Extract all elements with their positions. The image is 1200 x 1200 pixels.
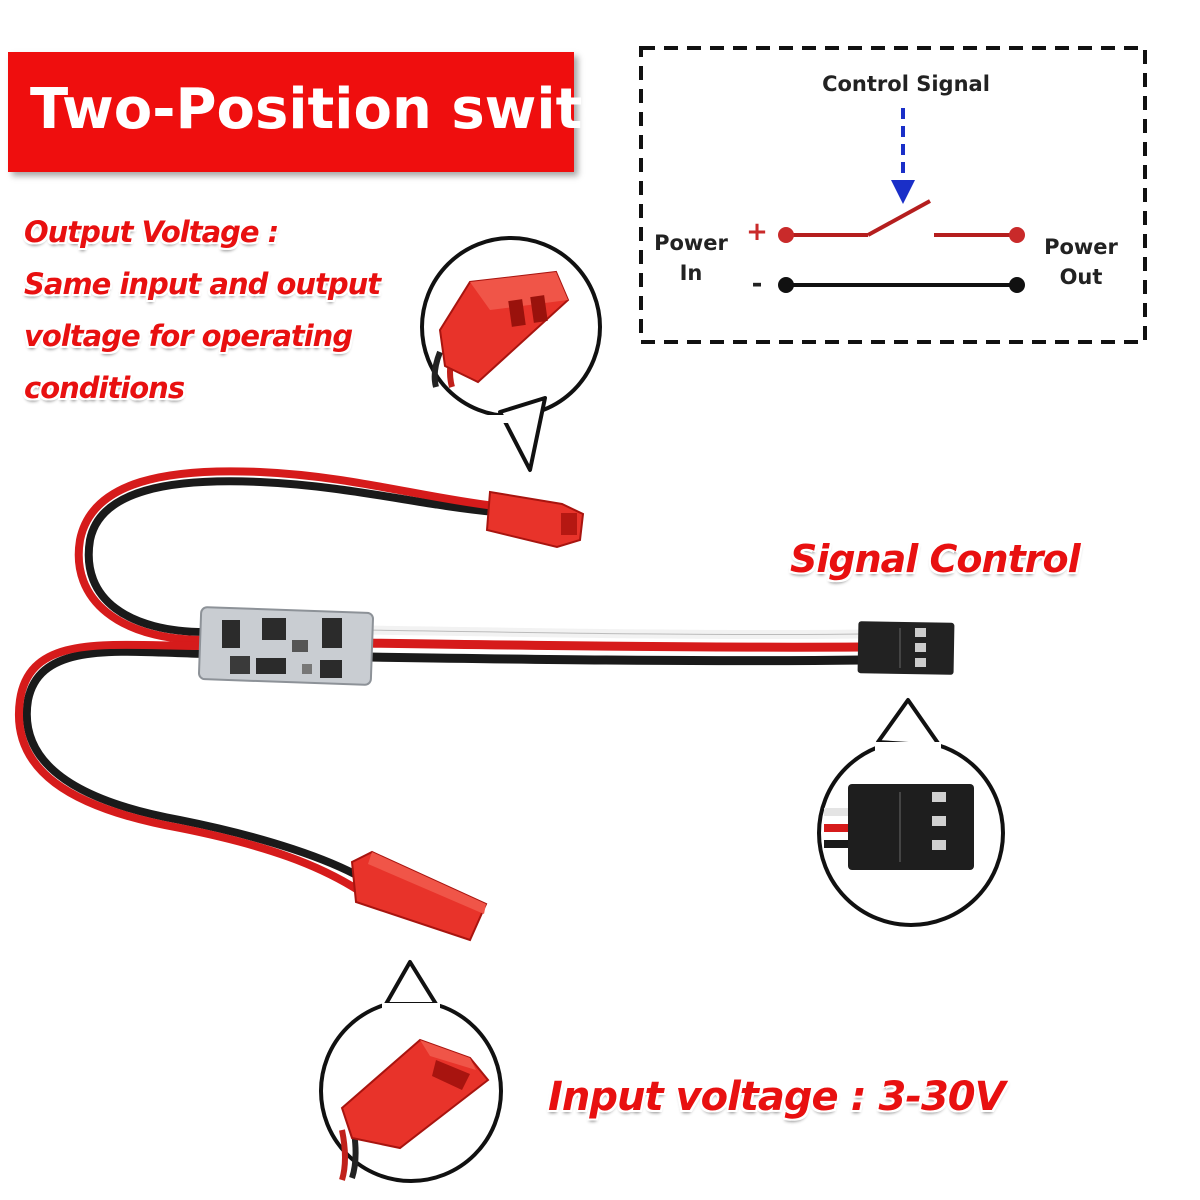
switch-lever — [867, 199, 931, 237]
signal-control-label: Signal Control — [790, 537, 1081, 581]
schematic-frame — [639, 46, 1147, 344]
power-in-line: Power — [654, 231, 728, 255]
output-voltage-text: Output Voltage : Same input and output v… — [24, 206, 381, 414]
output-voltage-line: Same input and output — [24, 267, 381, 301]
output-voltage-line: voltage for operating — [24, 319, 353, 353]
output-voltage-line: Output Voltage : — [24, 215, 279, 249]
plus-symbol: + — [746, 217, 768, 247]
power-in-label: Power In — [648, 228, 734, 288]
negative-in-terminal — [778, 277, 794, 293]
switch-schematic — [639, 46, 1147, 344]
control-signal-label: Control Signal — [822, 72, 990, 96]
control-arrow-head — [891, 180, 915, 204]
input-voltage-label: Input voltage : 3-30V — [548, 1074, 1006, 1120]
wiring — [14, 467, 867, 894]
output-connector-zoom — [420, 236, 602, 472]
servo-connector — [857, 621, 955, 675]
banner-title: Two-Position switch — [30, 77, 656, 142]
input-jst-connector — [350, 850, 488, 942]
power-out-line: Power — [1044, 235, 1118, 259]
positive-in-terminal — [778, 227, 794, 243]
power-out-line: Out — [1059, 265, 1103, 289]
input-connector-zoom — [319, 960, 503, 1183]
title-banner: Two-Position switch — [8, 52, 656, 172]
output-jst-connector — [485, 490, 585, 549]
output-voltage-line: conditions — [24, 371, 185, 405]
switch-module — [198, 606, 374, 686]
minus-symbol: - — [751, 269, 763, 299]
servo-connector-zoom — [817, 698, 1005, 927]
power-out-label: Power Out — [1036, 232, 1126, 292]
power-in-line: In — [679, 261, 703, 285]
negative-out-terminal — [1009, 277, 1025, 293]
positive-out-terminal — [1009, 227, 1025, 243]
